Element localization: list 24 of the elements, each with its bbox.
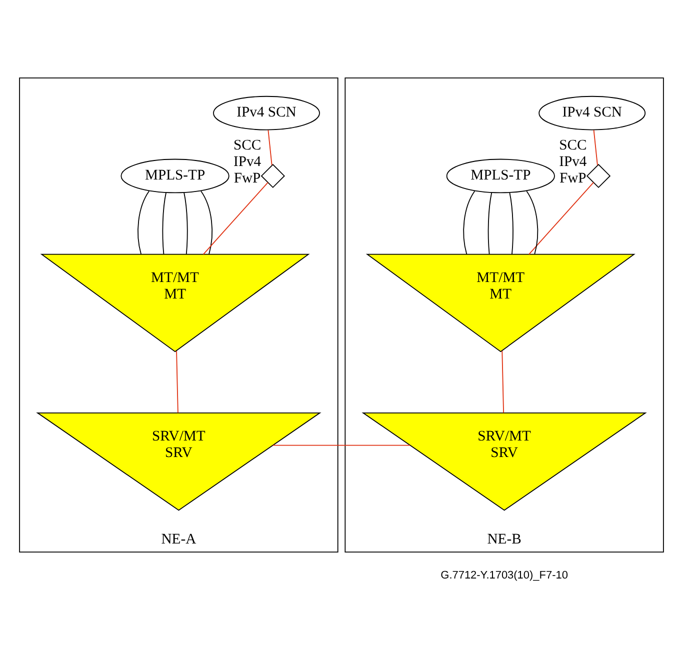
node-ellipse: MPLS-TP xyxy=(120,158,230,193)
node-label: SCC IPv4 FwP xyxy=(233,137,262,186)
node-ellipse: IPv4 SCN xyxy=(213,95,320,130)
connector xyxy=(162,192,166,254)
node-ellipse: MPLS-TP xyxy=(446,158,555,193)
connector xyxy=(272,444,410,446)
connector xyxy=(593,129,598,166)
connector xyxy=(184,192,188,254)
node-diamond xyxy=(260,163,285,188)
connector xyxy=(509,192,514,254)
connector xyxy=(463,190,476,254)
node-diamond xyxy=(586,163,611,188)
connector xyxy=(202,181,268,254)
connector xyxy=(138,190,150,254)
node-ellipse: IPv4 SCN xyxy=(538,95,646,130)
connector xyxy=(200,190,213,254)
connector xyxy=(502,350,504,413)
label: G.7712-Y.1703(10)_F7-10 xyxy=(440,569,568,582)
connector xyxy=(528,181,594,254)
connector xyxy=(526,190,538,254)
connector xyxy=(176,350,178,413)
node-label: SCC IPv4 FwP xyxy=(559,137,587,186)
connector xyxy=(488,192,492,254)
connector xyxy=(268,129,272,166)
